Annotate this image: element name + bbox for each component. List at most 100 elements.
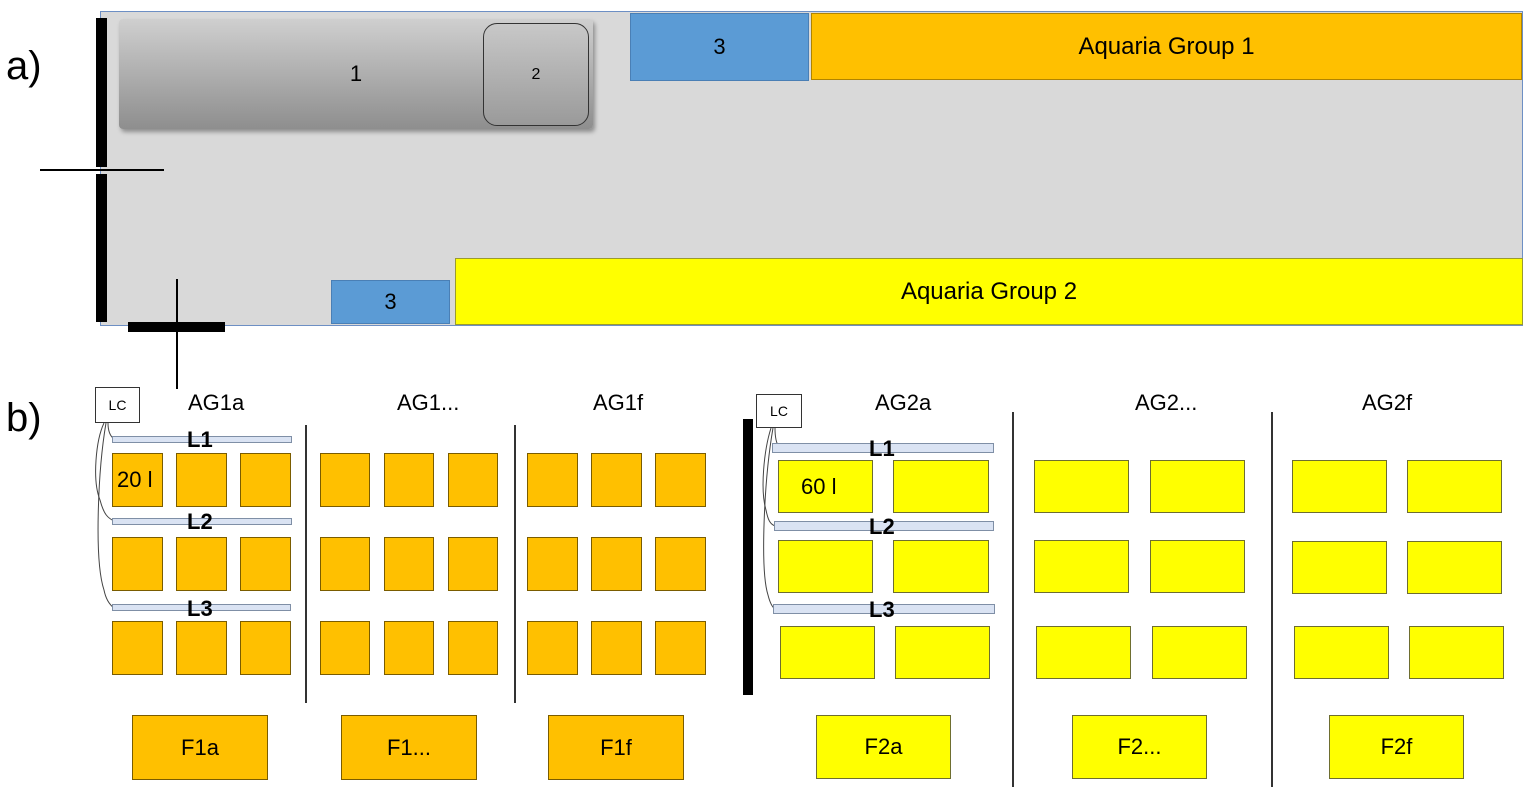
tank: 60 l	[778, 460, 873, 513]
filter-f2-mid: F2...	[1072, 715, 1207, 779]
tank	[1150, 460, 1245, 513]
tank	[1407, 460, 1502, 513]
aquaria-group-1-label: Aquaria Group 1	[1078, 32, 1255, 60]
lamp-2-right-label: L2	[869, 514, 895, 539]
filter-f1-mid: F1...	[341, 715, 477, 780]
tank	[893, 460, 989, 513]
tank	[240, 537, 291, 591]
section-divider	[305, 425, 307, 703]
tank	[591, 621, 642, 675]
lamp-1-left-label: L1	[187, 427, 213, 452]
lamp-3-left	[112, 604, 291, 611]
light-controller-2: LC	[756, 394, 802, 428]
tank	[448, 453, 498, 507]
door-line-vertical	[176, 279, 178, 389]
light-controller-1: LC	[95, 387, 140, 423]
section-divider	[1271, 412, 1273, 787]
tank: 20 l	[112, 453, 163, 507]
tank	[780, 626, 875, 679]
filter-f1a-label: F1a	[181, 734, 219, 760]
unit-3-bottom-label: 3	[384, 289, 397, 314]
tank	[320, 621, 370, 675]
section-divider	[1012, 412, 1014, 787]
tank	[778, 540, 873, 593]
tank	[112, 621, 163, 675]
filter-f1f-label: F1f	[600, 734, 632, 760]
tank	[240, 621, 291, 675]
tank	[384, 537, 434, 591]
tank	[527, 621, 578, 675]
filter-f1f: F1f	[548, 715, 684, 780]
lamp-2-right	[774, 521, 994, 531]
wall-upper	[96, 18, 107, 167]
tank	[655, 453, 706, 507]
tank	[1292, 541, 1387, 594]
tank	[1034, 540, 1129, 593]
tank	[448, 621, 498, 675]
filter-f2-mid-label: F2...	[1117, 734, 1162, 759]
wall-lower	[96, 174, 107, 322]
lamp-2-left-label: L2	[187, 509, 213, 534]
unit-2: 2	[483, 23, 589, 126]
tank	[1036, 626, 1131, 679]
lamp-3-right-label: L3	[869, 597, 895, 622]
tank	[176, 453, 227, 507]
unit-2-label: 2	[531, 65, 541, 83]
filter-f2f: F2f	[1329, 715, 1464, 779]
light-controller-1-label: LC	[108, 397, 127, 413]
tank	[527, 537, 578, 591]
aquaria-group-2: Aquaria Group 2	[455, 258, 1523, 325]
tank	[240, 453, 291, 507]
section-ag1a-title: AG1a	[188, 390, 245, 415]
tank	[384, 621, 434, 675]
wall-right-block	[743, 419, 753, 695]
unit-1-label: 1	[349, 61, 363, 86]
tank	[591, 453, 642, 507]
tank	[655, 621, 706, 675]
aquaria-group-1: Aquaria Group 1	[811, 13, 1522, 80]
tank	[655, 537, 706, 591]
tank	[1152, 626, 1247, 679]
tank	[320, 537, 370, 591]
panel-b-label: b)	[6, 396, 42, 440]
tank	[895, 626, 990, 679]
unit-3-top: 3	[630, 13, 809, 81]
tank-volume-right: 60 l	[801, 473, 837, 499]
tank	[176, 537, 227, 591]
unit-3-top-label: 3	[713, 34, 726, 59]
filter-f1-mid-label: F1...	[386, 734, 431, 760]
light-controller-2-label: LC	[770, 403, 788, 419]
filter-f2a-label: F2a	[864, 734, 903, 759]
tank	[384, 453, 434, 507]
tank	[320, 453, 370, 507]
panel-a-label: a)	[6, 44, 42, 88]
section-ag2a-title: AG2a	[875, 390, 932, 415]
lamp-3-right	[773, 604, 995, 614]
tank	[591, 537, 642, 591]
tank-volume-left: 20 l	[117, 467, 153, 492]
lamp-1-left	[112, 436, 292, 443]
section-ag2f-title: AG2f	[1362, 390, 1413, 415]
door-line-horizontal	[40, 169, 164, 171]
tank	[176, 621, 227, 675]
aquaria-group-2-label: Aquaria Group 2	[900, 277, 1078, 305]
lamp-1-right	[772, 443, 994, 453]
section-ag1-mid-title: AG1...	[397, 390, 460, 415]
section-ag1f-title: AG1f	[593, 390, 644, 415]
tank	[1294, 626, 1389, 679]
filter-f2a: F2a	[816, 715, 951, 779]
tank	[1407, 541, 1502, 594]
lamp-3-left-label: L3	[187, 596, 213, 621]
filter-f1a: F1a	[132, 715, 268, 780]
lamp-2-left	[112, 518, 292, 525]
filter-f2f-label: F2f	[1380, 734, 1413, 759]
tank	[1034, 460, 1129, 513]
unit-3-bottom: 3	[331, 280, 450, 324]
tank	[1409, 626, 1504, 679]
section-ag2-mid-title: AG2...	[1135, 390, 1198, 415]
tank	[893, 540, 989, 593]
tank	[448, 537, 498, 591]
tank	[527, 453, 578, 507]
tank	[112, 537, 163, 591]
